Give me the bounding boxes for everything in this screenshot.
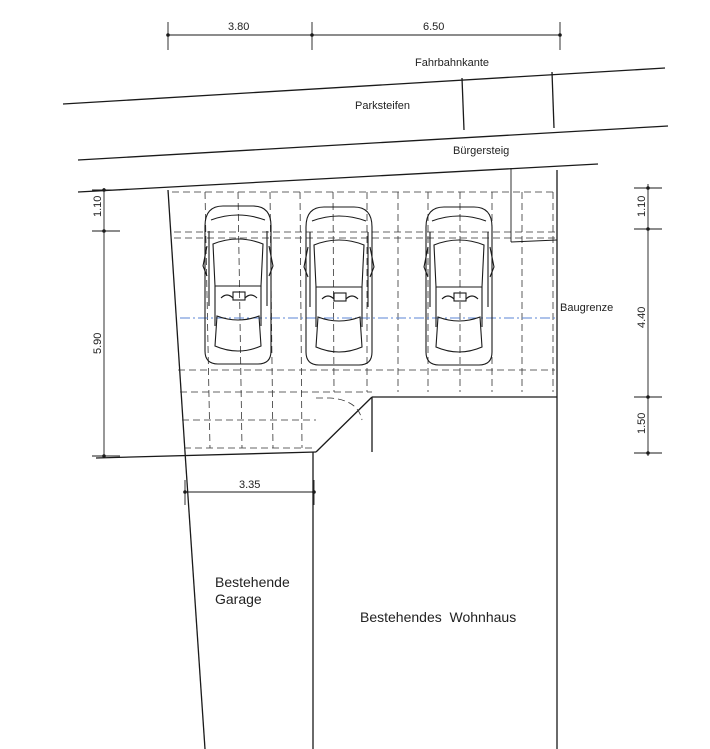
label-garage-line1: Bestehende [215,574,290,590]
dim-right-setback: 1.10 [636,196,648,217]
right-dimension: 1.10 4.40 1.50 [634,184,662,456]
top-dimension: 3.80 6.50 [166,21,562,50]
dim-garage-width: 3.35 [239,479,260,491]
car-2 [303,206,375,366]
car-1 [202,205,274,365]
garage-dimension: 3.35 [183,479,316,505]
dim-right-depth: 4.40 [636,307,648,328]
label-building-line: Baugrenze [560,302,613,314]
label-house: Bestehendes Wohnhaus [360,609,516,625]
street-lines: Fahrbahnkante Parksteifen Bürgersteig [62,57,669,193]
building-line: Baugrenze [180,302,613,319]
label-road-edge: Fahrbahnkante [415,57,489,69]
property-outline [95,170,558,749]
dim-top-left: 3.80 [228,21,249,33]
dim-left-setback: 1.10 [92,196,104,217]
dim-left-depth: 5.90 [92,333,104,354]
label-sidewalk: Bürgersteig [453,145,509,157]
dim-top-right: 6.50 [423,21,444,33]
dim-right-bottom: 1.50 [636,413,648,434]
label-parking-strip: Parksteifen [355,100,410,112]
label-garage-line2: Garage [215,591,262,607]
car-3 [423,206,495,366]
left-dimension: 1.10 5.90 [92,188,120,458]
